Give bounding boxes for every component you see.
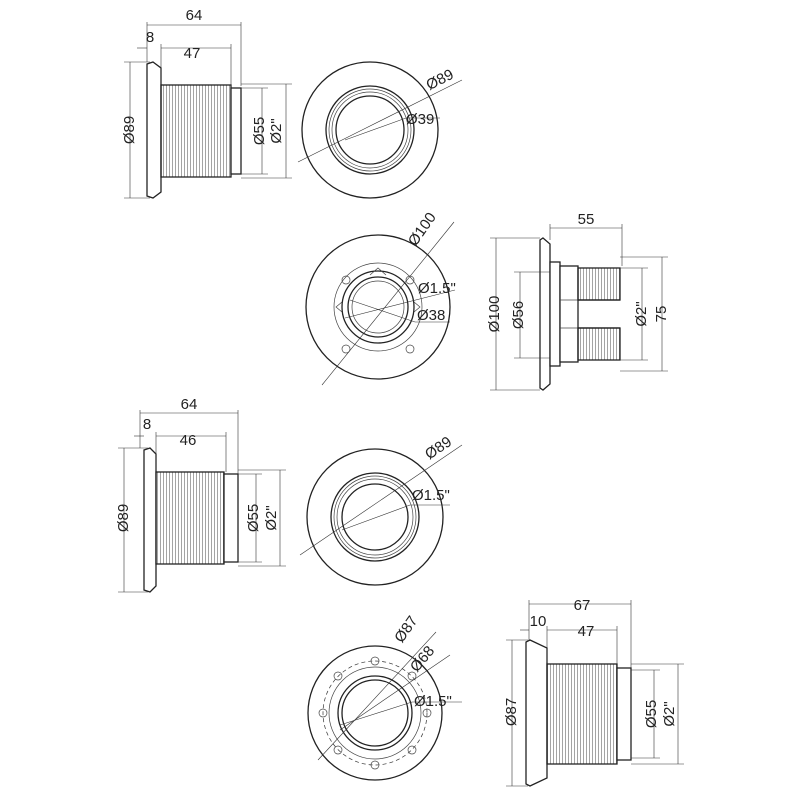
fitting-2-front-view: Ø100 Ø1.5" Ø38: [305, 210, 456, 386]
fitting-1-front-view: Ø89 Ø39: [297, 61, 463, 199]
dim-overall-length: 67: [574, 597, 591, 614]
fitting-1-side-view: 64 8 47 Ø89 Ø55 Ø2": [121, 7, 292, 199]
dim-thread-size: Ø1.5": [412, 487, 450, 504]
fitting-2-side-view: 55 Ø100 Ø56 Ø2" 75: [486, 211, 670, 391]
dim-thread-length: 47: [578, 623, 595, 640]
dim-thread-length: 46: [180, 432, 197, 449]
dim-body-dia: Ø55: [245, 504, 262, 532]
dim-outer-dia: 75: [653, 306, 670, 323]
dim-flange-thickness: 10: [530, 613, 547, 630]
fitting-3-front-view: Ø89 Ø1.5": [299, 433, 463, 586]
dim-outer-dia: Ø87: [391, 613, 421, 646]
fitting-4-front-view: Ø87 Ø68 Ø1.5": [307, 613, 462, 781]
fitting-3-side-view: 64 8 46 Ø89 Ø55 Ø2": [115, 396, 286, 593]
dim-thread-size: Ø1.5": [414, 693, 452, 710]
dim-thread-size: Ø1.5": [418, 280, 456, 297]
dim-flange-dia: Ø87: [503, 698, 520, 726]
dim-outer-dia: Ø89: [422, 433, 455, 463]
dim-bolt-circle: Ø68: [407, 643, 438, 676]
dim-inner-dia: Ø38: [417, 307, 445, 324]
dim-outer-dia: Ø89: [423, 66, 456, 94]
dim-flange-dia: Ø89: [115, 504, 132, 532]
dim-thread-size: Ø2": [263, 505, 280, 530]
dim-body-dia: Ø56: [510, 301, 527, 329]
dim-flange-dia: Ø100: [486, 296, 503, 333]
dim-thread-size: Ø2": [633, 301, 650, 326]
dim-outer-dia: Ø100: [405, 210, 440, 250]
dim-body-dia: Ø55: [643, 700, 660, 728]
dim-inner-dia: Ø39: [406, 111, 434, 128]
dim-flange-dia: Ø89: [121, 116, 138, 144]
dim-body-dia: Ø55: [251, 117, 268, 145]
dim-overall-length: 64: [181, 396, 198, 413]
dim-flange-thickness: 8: [146, 29, 154, 46]
dim-overall-length: 64: [186, 7, 203, 24]
dim-thread-size: Ø2": [268, 118, 285, 143]
dim-flange-thickness: 8: [143, 416, 151, 433]
dim-length: 55: [578, 211, 595, 228]
dim-thread-size: Ø2": [661, 701, 678, 726]
fitting-4-side-view: 67 10 47 Ø87 Ø55 Ø2": [503, 597, 684, 787]
dim-thread-length: 47: [184, 45, 201, 62]
